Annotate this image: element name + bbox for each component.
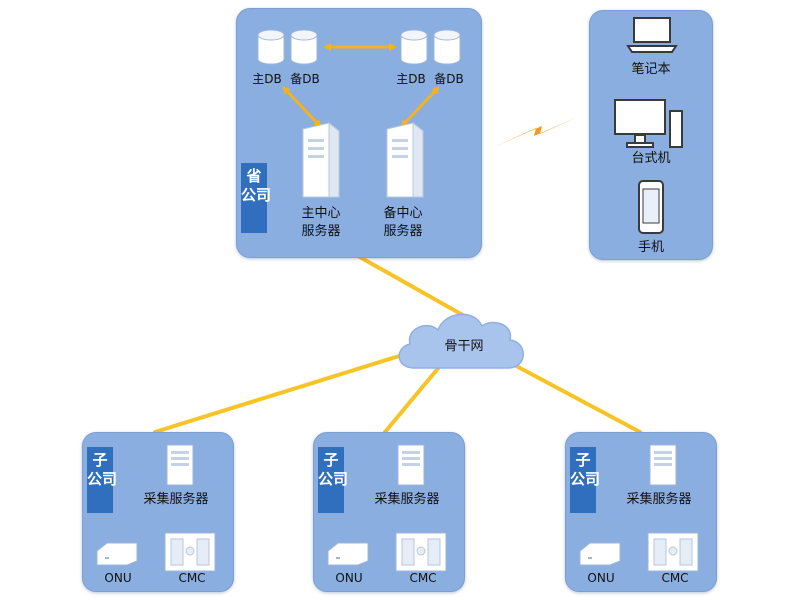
label-right-primary-db: 主DB xyxy=(396,72,426,86)
desktop-icon xyxy=(614,99,683,148)
subsidiary-panel-3: 子 公司 采集服务器 ONU CMC xyxy=(565,432,717,592)
clients-panel: 笔记本 台式机 手机 xyxy=(589,10,713,260)
label-onu: ONU xyxy=(587,571,615,585)
database-icon-left-primary xyxy=(257,29,285,65)
database-icon-left-backup xyxy=(290,29,318,65)
onu-icon xyxy=(96,542,138,566)
database-icon-right-primary xyxy=(400,29,428,65)
laptop-icon xyxy=(626,17,678,53)
label-phone: 手机 xyxy=(637,240,664,255)
label-cmc: CMC xyxy=(409,571,437,585)
subsidiary-tag: 子 公司 xyxy=(87,447,117,513)
onu-icon xyxy=(579,542,621,566)
collection-server-icon xyxy=(397,444,425,486)
label-onu: ONU xyxy=(335,571,363,585)
cmc-icon xyxy=(395,532,447,572)
cmc-icon xyxy=(647,532,699,572)
onu-icon xyxy=(327,542,369,566)
label-left-backup-db: 备DB xyxy=(290,72,320,86)
label-cmc: CMC xyxy=(178,571,206,585)
label-primary-server: 主中心 服务器 xyxy=(301,206,341,239)
database-icon-right-backup xyxy=(433,29,461,65)
collection-server-icon xyxy=(166,444,194,486)
phone-icon xyxy=(638,180,664,234)
subsidiary-panel-2: 子 公司 采集服务器 ONU CMC xyxy=(313,432,465,592)
backbone-cloud-icon xyxy=(398,313,524,369)
province-panel: 主DB 备DB 主DB 备DB 主中心 服务器 备中心 服务器 省 公司 xyxy=(236,8,482,258)
subsidiary-panel-1: 子 公司 采集服务器 ONU CMC xyxy=(82,432,234,592)
server-icon-primary xyxy=(302,121,340,198)
link-backbone-subsidiary-3 xyxy=(503,358,642,434)
label-onu: ONU xyxy=(104,571,132,585)
db-sync-arrows xyxy=(282,43,440,128)
label-right-backup-db: 备DB xyxy=(434,72,464,86)
wireless-bolt-icon xyxy=(492,116,580,148)
label-collection-server: 采集服务器 xyxy=(374,492,440,507)
link-backbone-subsidiary-2 xyxy=(383,364,442,434)
label-desktop: 台式机 xyxy=(631,151,671,166)
label-collection-server: 采集服务器 xyxy=(626,492,692,507)
label-laptop: 笔记本 xyxy=(631,62,671,77)
subsidiary-tag: 子 公司 xyxy=(318,447,348,513)
link-province-backbone xyxy=(356,254,470,320)
province-tag: 省 公司 xyxy=(241,163,271,233)
label-backbone: 骨干网 xyxy=(444,339,484,354)
cmc-icon xyxy=(164,532,216,572)
link-backbone-subsidiary-1 xyxy=(153,350,414,434)
label-left-primary-db: 主DB xyxy=(252,72,282,86)
label-cmc: CMC xyxy=(661,571,689,585)
subsidiary-tag: 子 公司 xyxy=(570,447,600,513)
label-collection-server: 采集服务器 xyxy=(143,492,209,507)
server-icon-backup xyxy=(386,121,424,198)
collection-server-icon xyxy=(649,444,677,486)
label-backup-server: 备中心 服务器 xyxy=(383,206,423,239)
